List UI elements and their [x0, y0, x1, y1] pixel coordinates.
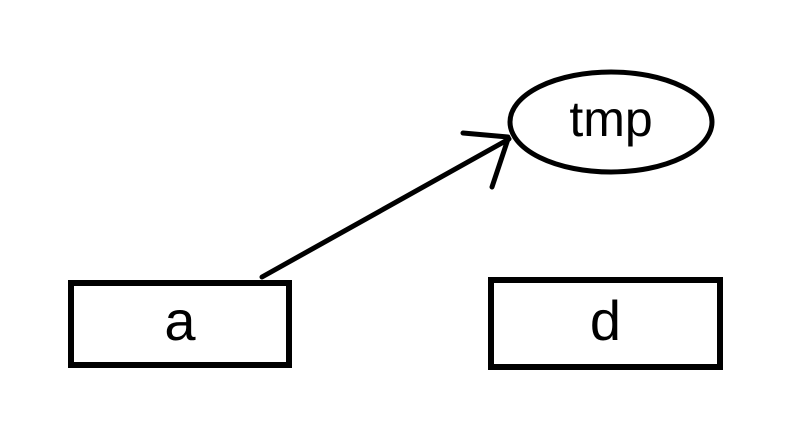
node-a: a — [68, 280, 292, 368]
node-d-label: d — [589, 288, 622, 352]
node-d: d — [488, 277, 723, 370]
tmp-ellipse-shape — [507, 69, 715, 175]
edge-a-to-tmp-shaft — [259, 136, 512, 280]
edge-a-to-tmp-arrowhead-upper-barb — [460, 130, 511, 140]
edge-a-to-tmp-arrowhead-lower-barb — [489, 136, 511, 190]
node-a-label: a — [164, 289, 196, 352]
